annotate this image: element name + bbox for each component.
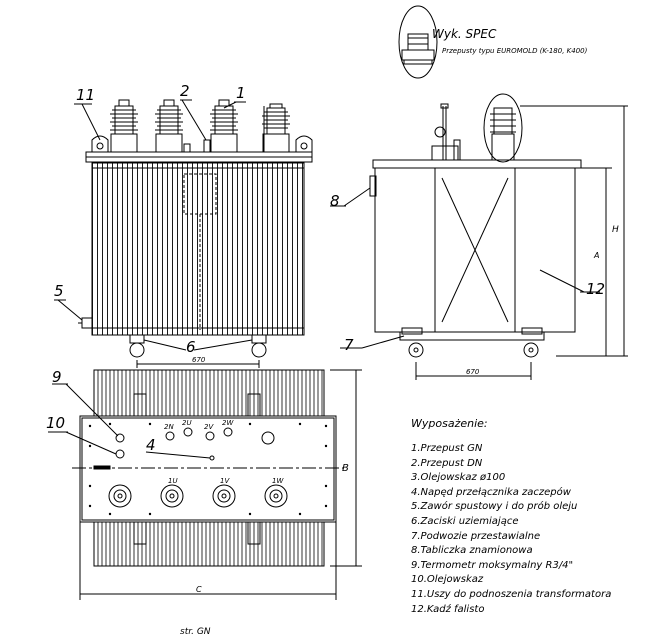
leader-5 [57, 299, 83, 321]
dim-height-a: A [594, 251, 600, 260]
leader-11 [81, 103, 101, 141]
callout-4: 4 [146, 436, 156, 454]
equipment-item-2: 2.Przepust DN [411, 457, 483, 469]
front-view [54, 99, 313, 368]
callout-6: 6 [186, 338, 196, 356]
equipment-item-5: 5.Zawór spustowy i do prób oleju [411, 501, 578, 513]
equipment-title: Wyposażenie: [411, 417, 488, 430]
footer-label: str. GN [180, 627, 211, 637]
callout-8: 8 [330, 192, 340, 210]
equipment-item-3: 3.Olejowskaz ø100 [411, 472, 506, 484]
dim-length-c: C [196, 585, 202, 594]
plan-label-top-2: 2V [204, 423, 214, 431]
plan-label-1W: 1W [272, 477, 284, 485]
plan-fins-top [93, 369, 325, 417]
plan-fins-bottom [93, 521, 325, 567]
plan-label-1V: 1V [220, 477, 230, 485]
spec-subtitle: Przepusty typu EUROMOLD (K-180, K400) [442, 47, 588, 55]
bushing-hv-4 [262, 103, 290, 153]
spec-highlight-ellipse [483, 93, 523, 163]
leader-9 [65, 383, 119, 437]
equipment-list: 1.Przepust GN 2.Przepust DN 3.Olejowskaz… [411, 444, 611, 619]
leader-7 [361, 335, 405, 349]
equipment-item-1: 1.Przepust GN [411, 443, 483, 454]
callout-5: 5 [54, 282, 64, 300]
callout-7: 7 [344, 336, 354, 354]
leader-1 [223, 101, 237, 109]
plan-view [48, 369, 362, 600]
equipment-item-7: 7.Podwozie przestawialne [411, 530, 541, 542]
plan-bushing-1W [212, 484, 236, 508]
plan-label-1U: 1U [168, 477, 178, 485]
callout-1: 1 [236, 84, 246, 102]
equipment-item-6: 6.Zaciski uziemiające [411, 515, 519, 527]
leader-12 [539, 269, 585, 293]
leader-4 [145, 451, 211, 459]
equipment-item-8: 8.Tabliczka znamionowa [411, 545, 533, 557]
callout-2: 2 [180, 82, 190, 100]
bushing-hv-1 [110, 99, 138, 153]
spec-title: Wyk. SPEC [432, 27, 497, 41]
equipment-item-12: 12.Kadź falisto [411, 603, 485, 615]
equipment-item-4: 4.Napęd przełącznika zaczepów [411, 486, 571, 498]
dim-width-b: B [342, 463, 349, 474]
plan-bushing-1V [160, 484, 184, 508]
equipment-item-11: 11.Uszy do podnoszenia transformatora [411, 588, 612, 600]
leader-10 [65, 431, 117, 455]
plan-label-top-1: 2U [182, 419, 192, 427]
plan-label-top-3: 2W [222, 419, 234, 427]
bushing-hv-2 [155, 99, 183, 153]
dim-side-track: 670 [466, 368, 480, 376]
leader-2 [181, 99, 207, 141]
callout-9: 9 [52, 368, 62, 386]
callout-11: 11 [76, 86, 96, 104]
dim-front-track: 670 [192, 356, 206, 364]
callout-10: 10 [46, 414, 66, 432]
callout-12: 12 [586, 280, 606, 298]
plan-bushing-1U [108, 484, 132, 508]
front-tank-fins [91, 162, 305, 336]
dim-height-h: H [612, 225, 619, 235]
bushing-hv-3 [210, 99, 238, 153]
leader-6 [143, 339, 187, 351]
side-view [330, 5, 628, 380]
equipment-item-10: 10.Olejowskaz [411, 574, 484, 586]
equipment-item-9: 9.Termometr moksymalny R3/4" [411, 559, 574, 571]
leader-8 [343, 187, 371, 207]
plan-label-top-0: 2N [164, 423, 174, 431]
